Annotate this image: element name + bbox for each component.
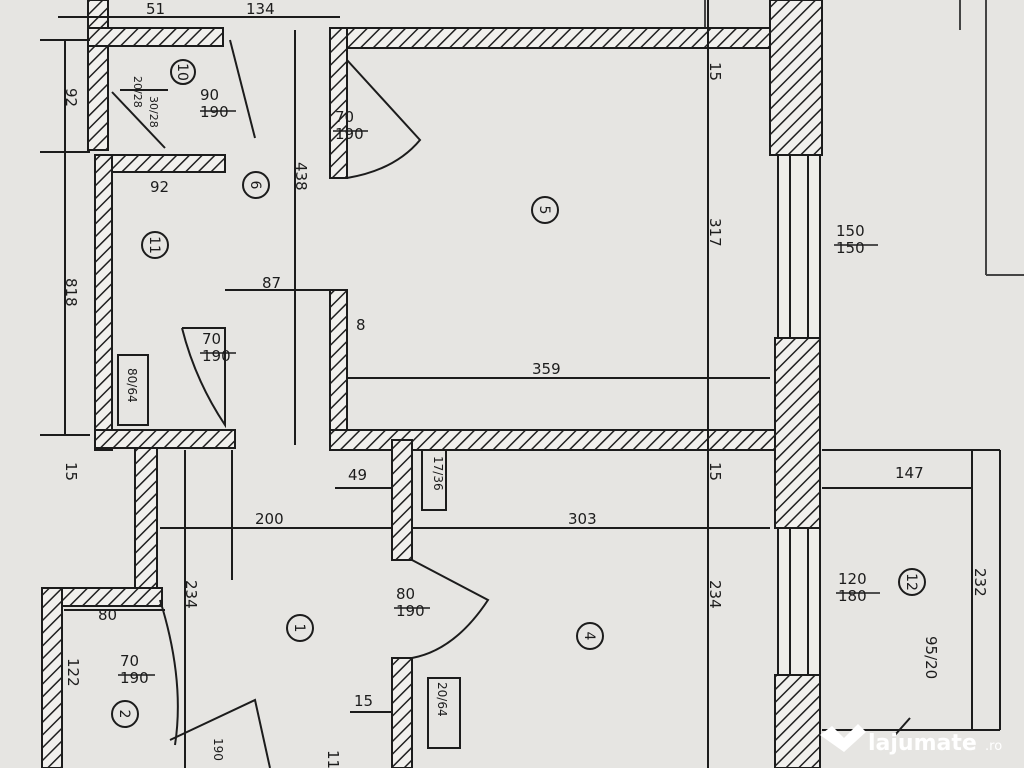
exterior-lines xyxy=(704,0,1024,276)
dim-label: 92 xyxy=(150,178,169,196)
dim-label: 134 xyxy=(246,0,275,18)
dim-label: 438 xyxy=(292,162,310,191)
dimension-lines xyxy=(40,0,1001,768)
dim-label: 11 xyxy=(324,750,342,768)
opening-label: 80/64 xyxy=(125,368,139,403)
opening-label: 30/28 xyxy=(147,96,160,128)
dim-label: 87 xyxy=(262,274,281,292)
room-label: 11 xyxy=(146,236,162,254)
walls xyxy=(41,0,823,768)
watermark-brand: lajumate xyxy=(868,731,977,756)
room-label: 2 xyxy=(116,710,132,719)
dim-label: 49 xyxy=(348,466,367,484)
room-label: 1 xyxy=(291,624,307,633)
dim-label: 303 xyxy=(568,510,597,528)
room-label: 10 xyxy=(174,63,190,81)
dim-label: 359 xyxy=(532,360,561,378)
dim-label: 15 xyxy=(706,462,724,481)
dim-label: 122 xyxy=(64,658,82,687)
opening-label: 20/28 xyxy=(131,76,144,108)
vertical-dimension-labels: 92 438 818 15 15 317 15 234 234 232 122 … xyxy=(62,62,989,768)
dim-label: 147 xyxy=(895,464,924,482)
opening-label: 190 xyxy=(211,738,225,761)
dim-label: 818 xyxy=(62,278,80,307)
opening-label: 95/20 xyxy=(922,636,940,679)
room-label: 4 xyxy=(581,632,597,641)
dimension-labels: 51 134 92 87 8 359 49 200 303 147 80 15 xyxy=(98,0,924,710)
dim-label: 51 xyxy=(146,0,165,18)
dim-label: 15 xyxy=(62,462,80,481)
opening-label: 17/36 xyxy=(431,456,445,491)
windows xyxy=(777,154,821,676)
dim-label: 15 xyxy=(706,62,724,81)
dim-label: 92 xyxy=(62,88,80,107)
room-labels: 10 6 11 5 1 4 2 12 xyxy=(111,59,926,728)
dim-label: 317 xyxy=(706,218,724,247)
dim-label: 15 xyxy=(354,692,373,710)
dim-label: 200 xyxy=(255,510,284,528)
room-label: 6 xyxy=(247,181,263,190)
watermark-tld: .ro xyxy=(985,739,1002,754)
dim-label: 80 xyxy=(98,606,117,624)
dim-label: 8 xyxy=(356,316,366,334)
dim-label: 232 xyxy=(971,568,989,597)
opening-label: 20/64 xyxy=(435,682,449,717)
fraction-bars xyxy=(118,110,880,676)
dim-label: 234 xyxy=(182,580,200,609)
dim-label: 234 xyxy=(706,580,724,609)
watermark: lajumate .ro xyxy=(820,724,1002,756)
room-label: 12 xyxy=(903,573,919,591)
door-swings xyxy=(159,59,911,768)
room-label: 5 xyxy=(536,206,552,215)
